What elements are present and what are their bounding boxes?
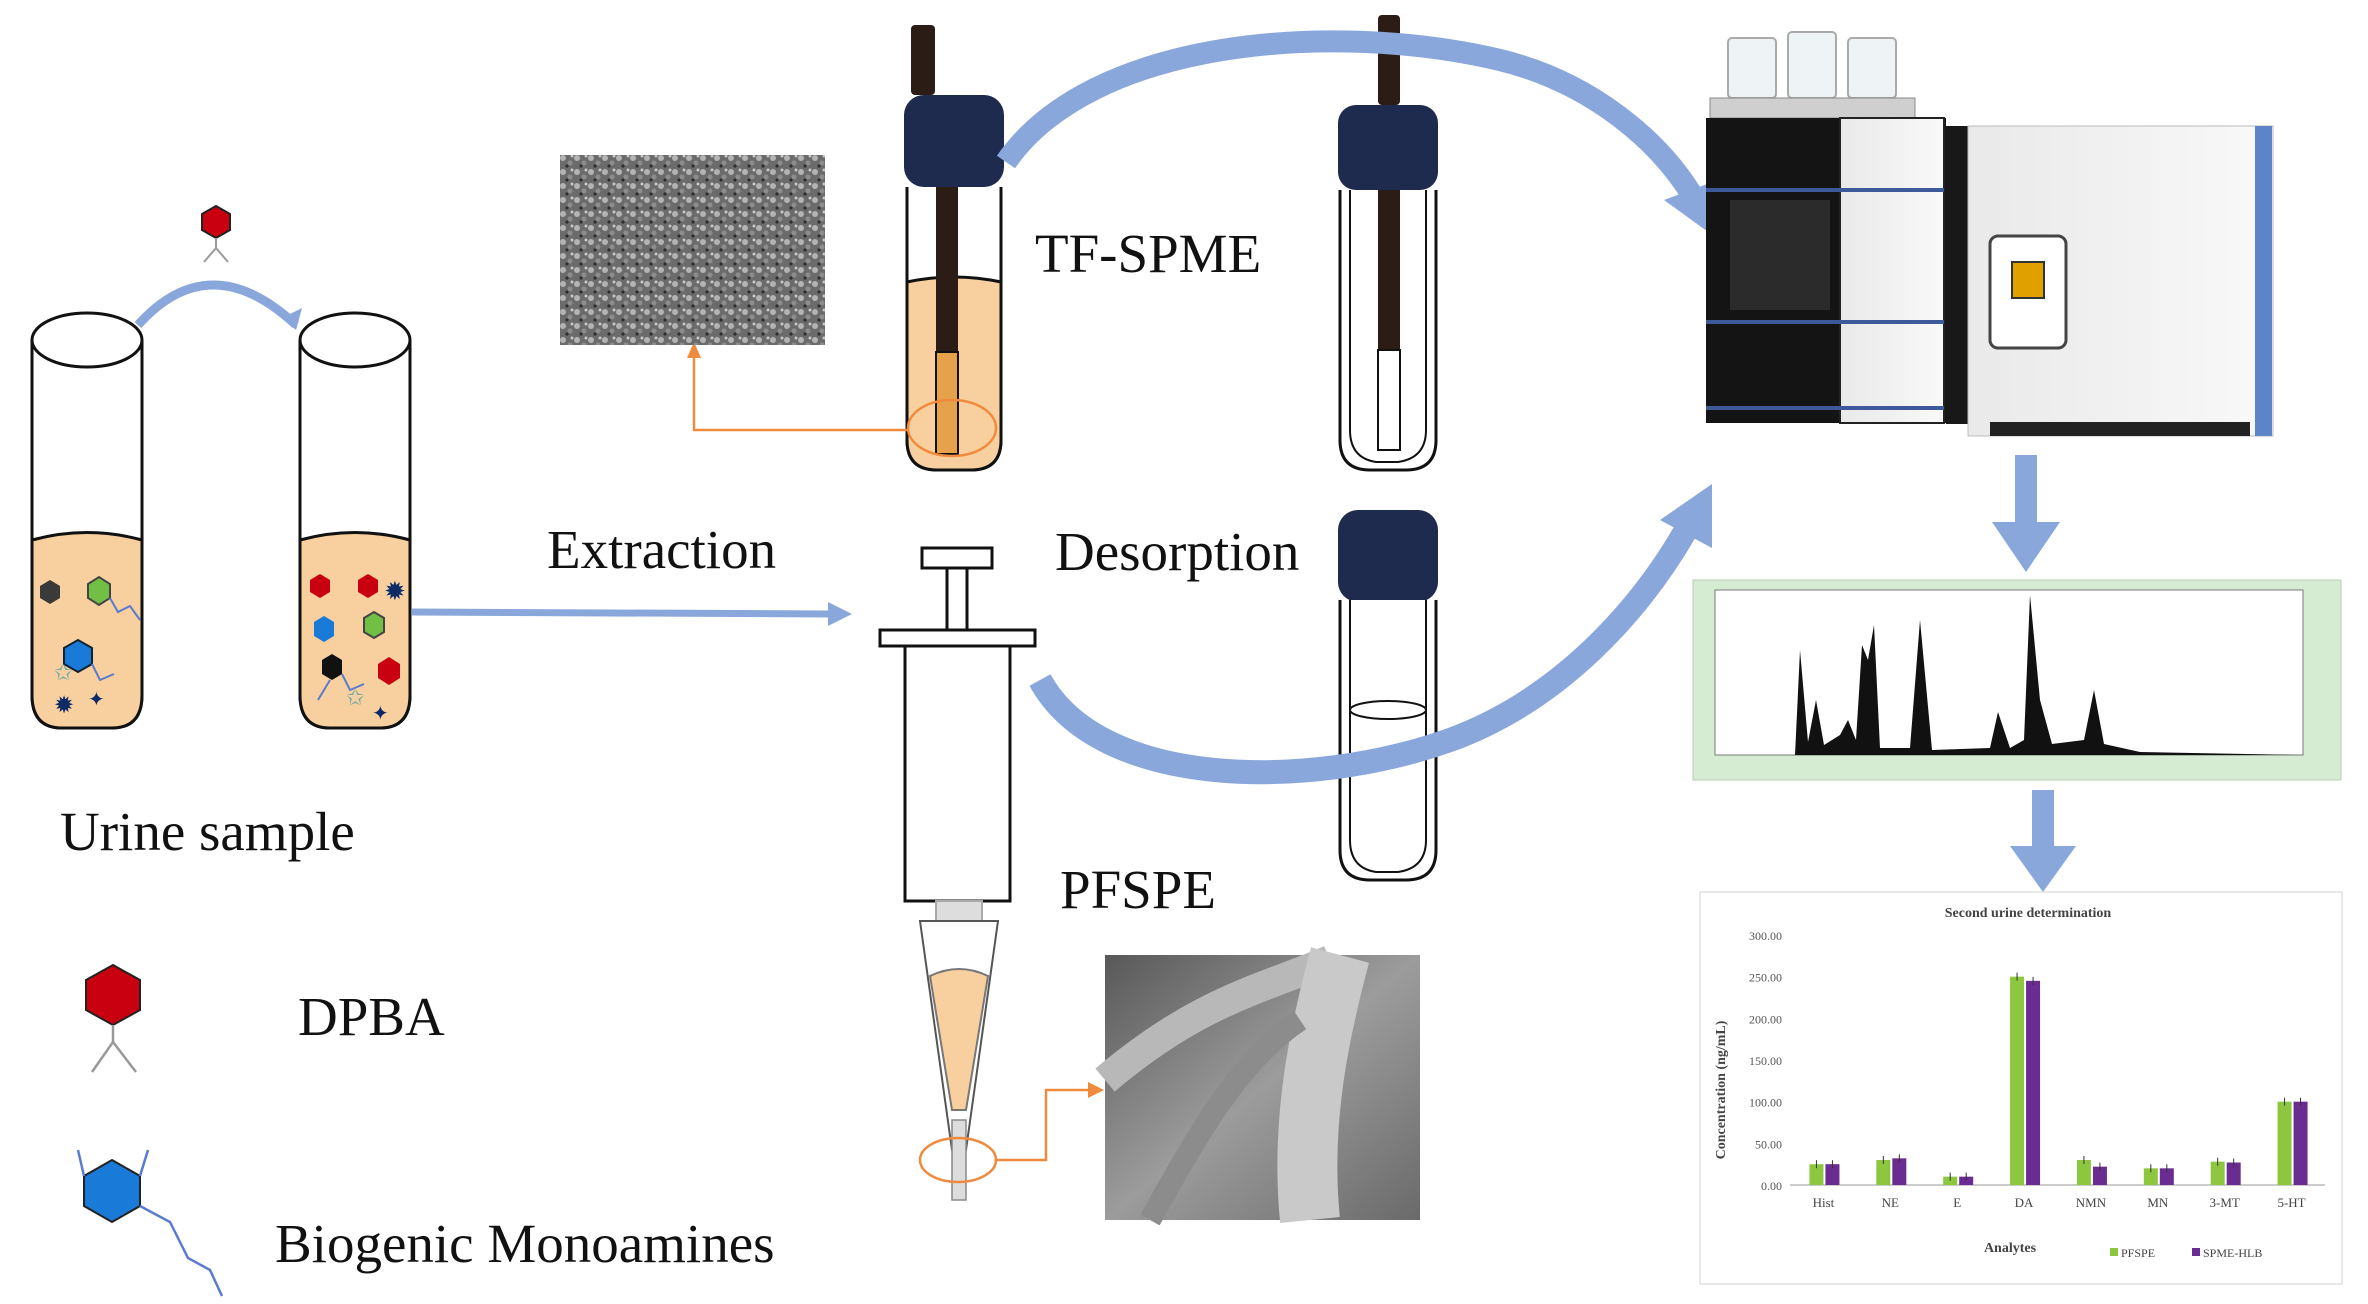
arrow-to-instrument-bottom bbox=[1029, 524, 1697, 785]
chart-y-tick-label: 150.00 bbox=[1749, 1054, 1782, 1068]
chart-y-tick-label: 50.00 bbox=[1755, 1137, 1782, 1151]
chart-bar bbox=[2159, 1168, 2174, 1185]
desorption-vial-bottom bbox=[1338, 510, 1438, 882]
chart-legend-label: SPME-HLB bbox=[2203, 1246, 2262, 1260]
chart-bar bbox=[2226, 1162, 2241, 1185]
green-molecule-icon bbox=[87, 575, 111, 607]
svg-text:✩: ✩ bbox=[54, 660, 72, 685]
chart-y-tick-label: 200.00 bbox=[1749, 1012, 1782, 1026]
urine-sample-label: Urine sample bbox=[60, 801, 355, 862]
pfspe-syringe bbox=[878, 546, 1037, 1201]
chart-legend-swatch bbox=[2110, 1248, 2118, 1256]
svg-text:✹: ✹ bbox=[54, 693, 74, 719]
chart-bar bbox=[2277, 1101, 2292, 1185]
chart-category-label: NE bbox=[1882, 1195, 1899, 1210]
monoamine-legend-icon bbox=[76, 1149, 224, 1297]
pfspe-label: PFSPE bbox=[1060, 859, 1216, 920]
bar-chart: Second urine determination Concentration… bbox=[1699, 891, 2343, 1285]
tf-spme-leader-line bbox=[692, 350, 908, 432]
chart-bar bbox=[2010, 976, 2025, 1185]
chart-bar bbox=[2293, 1101, 2308, 1185]
desorption-vial-top bbox=[1338, 15, 1438, 472]
chart-bar bbox=[2076, 1160, 2091, 1185]
chart-bar bbox=[1943, 1176, 1958, 1185]
dpba-legend-icon bbox=[85, 963, 141, 1073]
chart-category-label: E bbox=[1953, 1195, 1961, 1210]
svg-text:✩: ✩ bbox=[346, 685, 364, 710]
chart-bar bbox=[1809, 1164, 1824, 1185]
tf-spme-sem-image bbox=[560, 155, 825, 345]
chart-category-label: MN bbox=[2147, 1195, 2169, 1210]
chart-bar bbox=[2092, 1166, 2107, 1185]
black-molecule-icon bbox=[40, 580, 60, 604]
chart-legend-swatch bbox=[2192, 1248, 2200, 1256]
chart-bar bbox=[2143, 1168, 2158, 1185]
chart-category-label: NMN bbox=[2076, 1195, 2107, 1210]
chart-category-label: 3-MT bbox=[2210, 1195, 2240, 1210]
chart-y-tick-label: 250.00 bbox=[1749, 971, 1782, 985]
pfspe-sem-image bbox=[1095, 946, 1420, 1226]
extraction-label: Extraction bbox=[547, 519, 777, 580]
chart-bar bbox=[2026, 980, 2041, 1185]
chart-y-tick-label: 100.00 bbox=[1749, 1096, 1782, 1110]
urine-tube-left: ✩ ✹ ✦ bbox=[30, 311, 144, 730]
pfspe-leader-line bbox=[996, 1088, 1092, 1162]
extraction-arrow bbox=[411, 608, 833, 618]
chart-y-tick-label: 0.00 bbox=[1761, 1179, 1782, 1193]
biogenic-monoamines-label: Biogenic Monoamines bbox=[275, 1213, 775, 1274]
urine-tube-right: ✹ ✩ ✦ bbox=[298, 311, 412, 730]
derivatization-arrow bbox=[134, 280, 300, 329]
chart-category-label: Hist bbox=[1813, 1195, 1835, 1210]
chart-bar bbox=[2210, 1161, 2225, 1185]
chart-bar bbox=[1825, 1164, 1840, 1185]
svg-text:✦: ✦ bbox=[88, 689, 105, 711]
dpba-label: DPBA bbox=[298, 986, 445, 1047]
chart-x-label: Analytes bbox=[1984, 1241, 2037, 1256]
arrow-to-instrument-top bbox=[996, 30, 1705, 206]
chromatogram bbox=[1692, 579, 2342, 781]
chart-bar bbox=[1892, 1158, 1907, 1185]
svg-text:✹: ✹ bbox=[384, 577, 406, 606]
desorption-label: Desorption bbox=[1055, 521, 1300, 582]
chart-bar bbox=[1876, 1160, 1891, 1185]
chart-y-tick-label: 300.00 bbox=[1749, 929, 1782, 943]
chart-legend-label: PFSPE bbox=[2121, 1246, 2155, 1260]
tf-spme-vial bbox=[904, 25, 1004, 472]
lc-ms-instrument bbox=[1706, 31, 2274, 437]
chart-title: Second urine determination bbox=[1945, 906, 2112, 921]
svg-text:✦: ✦ bbox=[372, 703, 389, 725]
chart-y-label: Concentration (ng/mL) bbox=[1714, 1020, 1729, 1159]
chart-category-label: DA bbox=[2015, 1195, 2034, 1210]
chart-bar bbox=[1959, 1176, 1974, 1185]
dpba-reagent-icon bbox=[201, 204, 231, 263]
tf-spme-label: TF-SPME bbox=[1035, 223, 1262, 284]
chart-category-label: 5-HT bbox=[2277, 1195, 2305, 1210]
